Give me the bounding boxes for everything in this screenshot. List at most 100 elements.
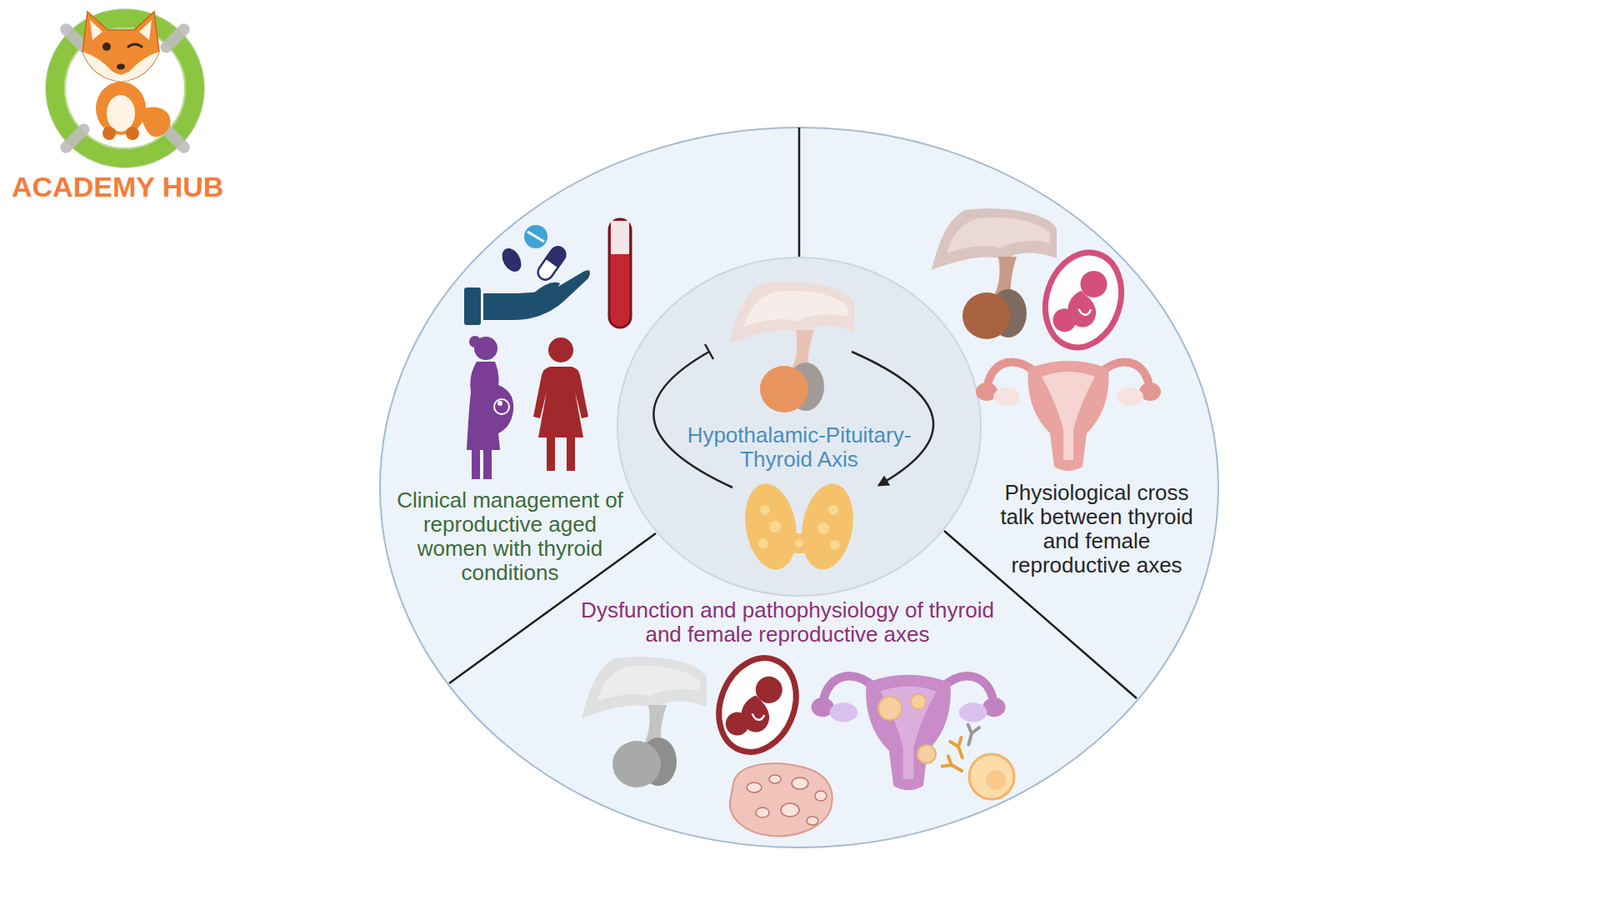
uterus-organ — [865, 675, 951, 791]
thyroid-gland — [830, 540, 840, 550]
pituitary-gland — [946, 217, 1050, 254]
fox-mascot — [125, 126, 140, 140]
fetus-icon — [1063, 288, 1102, 331]
pituitary-gland — [931, 208, 1057, 270]
feedback-arrow — [705, 344, 714, 360]
node-text: Clinical management of reproductive aged… — [391, 488, 629, 585]
fox-mascot — [106, 95, 135, 132]
fox-mascot — [102, 126, 116, 140]
outer-circle — [380, 127, 1219, 848]
thyroid-gland — [758, 505, 840, 550]
ovary-tissue — [791, 777, 809, 790]
feedback-arrow — [653, 351, 733, 488]
hand-icon — [483, 270, 590, 320]
pregnant-woman-icon — [469, 335, 481, 348]
feedback-arrow — [851, 351, 934, 485]
thyroid-gland — [758, 538, 769, 549]
blood-tube — [609, 219, 631, 328]
pregnant-woman-icon — [466, 335, 514, 480]
thyroid-gland — [795, 480, 860, 575]
hand-icon — [464, 270, 590, 325]
fox-mascot — [90, 20, 103, 40]
uterus-organ — [975, 360, 1161, 471]
uterus-organ — [1028, 360, 1110, 471]
pill-icon — [524, 225, 548, 249]
thyroid-gland — [795, 539, 804, 548]
uterus-organ — [993, 387, 1020, 406]
woman-icon — [566, 437, 575, 471]
sector-region: Physiological cross talk between thyroid… — [991, 477, 1203, 581]
thyroid-gland — [738, 480, 803, 575]
sector-divider — [798, 127, 801, 258]
logo-badge — [65, 130, 84, 148]
fox-mascot — [139, 20, 152, 40]
uterus-organ — [830, 702, 859, 722]
fox-mascot — [102, 42, 111, 51]
fetus-icon — [1033, 242, 1134, 358]
node-text: Hypothalamic-Pituitary-Thyroid Axis — [678, 423, 920, 472]
ovary-tissue — [815, 790, 827, 801]
pill-icon — [527, 231, 545, 242]
logo-badge — [45, 9, 205, 168]
pregnant-woman-icon — [497, 400, 503, 406]
woman-icon — [548, 337, 574, 363]
thyroid-gland — [817, 522, 830, 535]
ovary-tissue — [780, 803, 800, 817]
node-text: Dysfunction and pathophysiology of thyro… — [569, 598, 1007, 647]
node-text: Physiological cross talk between thyroid… — [995, 480, 1200, 578]
pituitary-gland — [962, 292, 1011, 340]
sector-divider — [449, 127, 1137, 699]
fetus-icon — [705, 646, 810, 765]
sector-region: Dysfunction and pathophysiology of thyro… — [565, 595, 1010, 650]
pituitary-gland — [760, 365, 809, 413]
thyroid-gland — [769, 520, 781, 533]
fetus-icon — [1077, 305, 1091, 316]
pituitary-gland — [931, 208, 1057, 340]
pituitary-gland — [744, 290, 848, 327]
fox-mascot — [82, 51, 160, 82]
fibroid-mark — [878, 694, 936, 764]
ovary-tissue — [806, 816, 819, 825]
pituitary-gland — [581, 656, 707, 719]
logo-badge — [166, 29, 185, 47]
fox-mascot — [82, 11, 160, 82]
woman-icon — [546, 437, 555, 471]
inner-circle — [617, 257, 981, 596]
blood-tube — [610, 220, 630, 255]
pregnant-woman-icon — [466, 361, 514, 450]
ovary-tissue — [730, 763, 833, 836]
logo-badge — [45, 9, 205, 168]
pregnant-woman-icon — [494, 399, 510, 415]
pill-icon — [545, 244, 569, 268]
pill-icon — [498, 245, 525, 275]
pituitary-gland — [729, 281, 855, 413]
pituitary-gland — [612, 740, 661, 788]
ovary-tissue — [746, 775, 827, 825]
uterus-organ — [1041, 371, 1095, 460]
axis-circle: Hypothalamic-Pituitary-Thyroid Axis — [675, 420, 924, 475]
hand-icon — [464, 287, 481, 325]
ovary-tissue — [730, 763, 833, 836]
woman-icon — [533, 366, 589, 438]
antibody-icon — [942, 755, 965, 776]
fibroid-mark — [910, 694, 926, 710]
fetus-icon — [1033, 242, 1134, 358]
woman-icon — [533, 337, 589, 471]
fetus-icon — [735, 692, 776, 736]
sector-region: Clinical management of reproductive aged… — [388, 485, 632, 589]
uterus-organ — [1116, 387, 1144, 406]
immune-cell — [969, 754, 1015, 800]
fox-mascot — [95, 81, 146, 135]
fetus-icon — [705, 646, 810, 765]
antibody-icon — [963, 724, 980, 746]
fox-mascot — [116, 64, 125, 70]
logo-badge — [166, 130, 185, 148]
thyroid-gland — [779, 533, 820, 554]
pill-icon — [535, 244, 569, 283]
fibroid-mark — [917, 745, 936, 764]
thyroid-gland — [760, 505, 770, 515]
fibroid-mark — [878, 696, 902, 720]
fox-mascot — [128, 44, 142, 47]
immune-cell — [985, 770, 1006, 790]
